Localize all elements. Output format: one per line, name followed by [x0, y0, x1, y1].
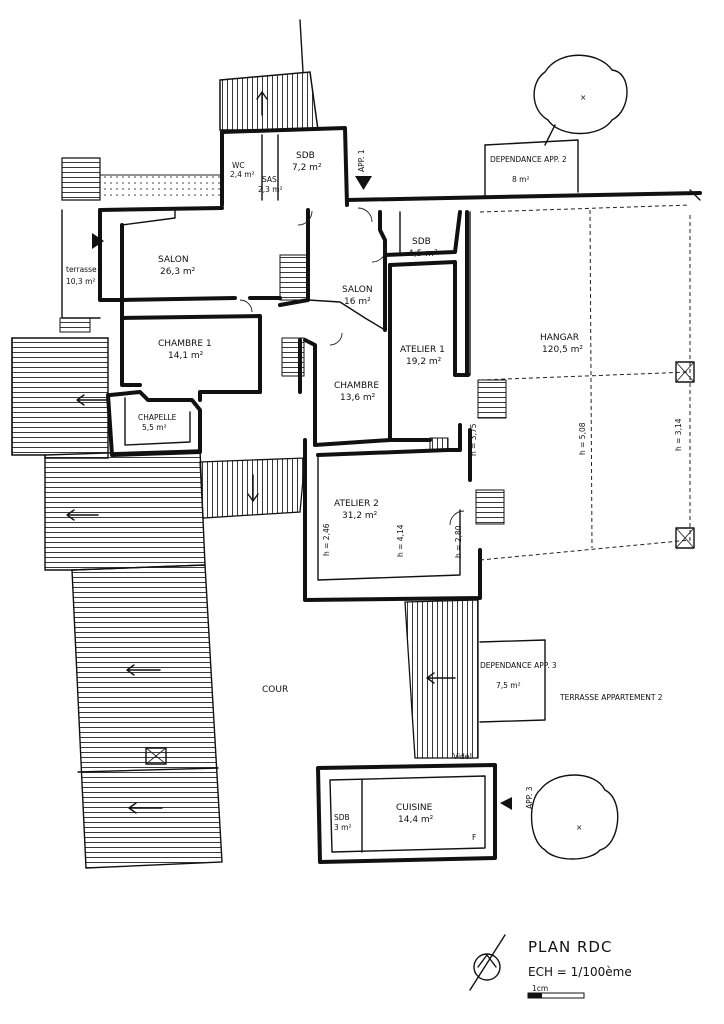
label-wc-area: 2,4 m²: [230, 170, 255, 179]
label-sas-area: 2,3 m²: [258, 185, 283, 194]
label-atelier2-area: 31,2 m²: [342, 511, 378, 521]
label-salon-small-name: SALON: [342, 285, 373, 295]
label-dep2-name: DEPENDANCE APP. 2: [490, 155, 567, 164]
entrance-markers: [92, 176, 512, 810]
label-sdb-mid-name: SDB: [412, 237, 431, 247]
label-atelier2-name: ATELIER 2: [334, 499, 379, 509]
label-chambre1-name: CHAMBRE 1: [158, 339, 212, 349]
svg-text:×: ×: [580, 93, 586, 102]
height-label: h = 2,80: [454, 525, 463, 558]
label-sdb-bottom-name: SDB: [334, 813, 350, 822]
label-sdb-bottom-area: 3 m²: [334, 823, 351, 832]
label-sas-name: SAS: [262, 175, 277, 184]
label-vide: Vide!: [453, 752, 472, 761]
label-chambre-area: 13,6 m²: [340, 393, 376, 403]
label-chambre1-area: 14,1 m²: [168, 351, 204, 361]
label-chapelle-name: CHAPELLE: [138, 413, 177, 422]
label-wc-name: WC: [232, 161, 245, 170]
height-label: h = 4,14: [396, 524, 405, 557]
flow-arrows: [66, 394, 456, 814]
height-label: h = 5,08: [578, 422, 587, 455]
height-label: h = 3,14: [674, 418, 683, 451]
label-terrasse-app2: TERRASSE APPARTEMENT 2: [559, 693, 663, 702]
label-salon-big-name: SALON: [158, 255, 189, 265]
door-swings: [239, 207, 465, 526]
room-labels: WC 2,4 m² SAS 2,3 m² SDB 7,2 m² SALON 26…: [66, 149, 663, 842]
plan-scale: ECH = 1/100ème: [528, 965, 632, 979]
height-labels: h = 3,75 h = 5,08 h = 3,14 h = 2,46 h = …: [322, 418, 683, 558]
scale-bar: [527, 992, 585, 999]
label-app3: APP. 3: [525, 786, 534, 809]
label-cuisine-name: CUISINE: [396, 803, 433, 813]
label-cour: COUR: [262, 685, 288, 695]
label-dep3-area: 7,5 m²: [496, 681, 521, 690]
label-dep2-area: 8 m²: [512, 175, 529, 184]
label-sdb-mid-area: 4,5 m²: [408, 249, 438, 259]
building-walls: [61, 126, 702, 864]
label-salon-big-area: 26,3 m²: [160, 267, 196, 277]
label-hangar-area: 120,5 m²: [542, 345, 583, 355]
label-terrasse-name: terrasse: [66, 265, 97, 274]
height-label: h = 2,46: [322, 523, 331, 556]
label-sdb-top-area: 7,2 m²: [292, 163, 322, 173]
compass-icon: [469, 934, 506, 991]
label-salon-small-area: 16 m²: [344, 297, 371, 307]
label-dep3-name: DEPENDANCE APP. 3: [480, 661, 557, 670]
height-label: h = 3,75: [469, 423, 478, 456]
label-hangar-name: HANGAR: [540, 333, 579, 343]
label-chambre-name: CHAMBRE: [334, 381, 379, 391]
label-cuisine-area: 14,4 m²: [398, 815, 434, 825]
label-atelier1-name: ATELIER 1: [400, 345, 445, 355]
plan-title: PLAN RDC: [528, 938, 612, 956]
trees: × ×: [530, 54, 628, 860]
label-app1: APP. 1: [357, 149, 366, 172]
svg-text:×: ×: [576, 823, 582, 832]
label-terrasse-area: 10,3 m²: [66, 277, 95, 286]
external-decks: [11, 19, 507, 869]
scale-bar-label: 1cm: [532, 984, 548, 993]
label-atelier1-area: 19,2 m²: [406, 357, 442, 367]
label-sdb-top-name: SDB: [296, 151, 315, 161]
label-fridge: F: [472, 833, 476, 842]
title-block: PLAN RDC ECH = 1/100ème 1cm: [528, 938, 632, 993]
label-chapelle-area: 5,5 m²: [142, 423, 167, 432]
